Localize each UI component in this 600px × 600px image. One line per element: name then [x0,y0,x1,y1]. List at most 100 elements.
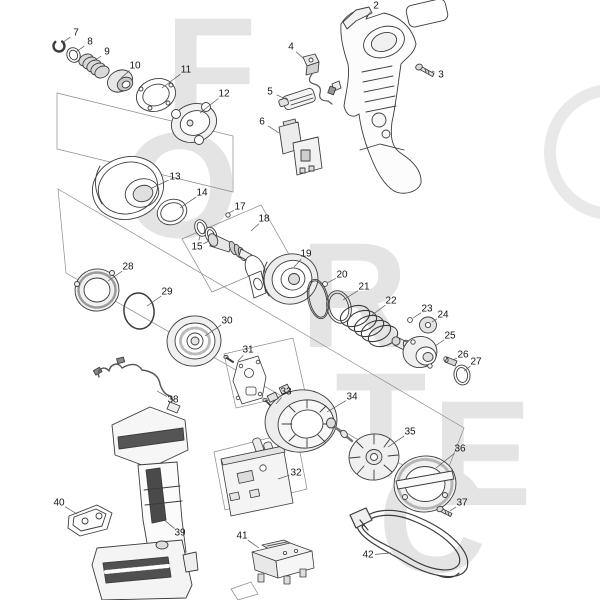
part-24-washer-shape [420,317,437,333]
part-26-leader [453,358,457,360]
part-35-label: 35 [404,427,416,438]
part-26-label: 26 [457,350,469,361]
part-2-label: 2 [373,1,379,12]
part-23-leader [413,313,421,318]
part-24-leader [432,319,437,322]
part-35-leader [388,436,404,447]
leader-lines [62,11,470,554]
part-27-leader [464,366,470,371]
part-12-cover-shape [166,97,222,148]
part-10-label: 10 [129,61,141,72]
part-19-hammer-shape [258,248,323,310]
part-21-ring-shape [323,288,355,326]
part-18-anvil-shape [207,232,269,298]
part-23-ball-shape [408,318,413,323]
part-15-leader [203,241,209,244]
part-22-label: 22 [385,296,397,307]
part-39-label: 39 [174,528,186,539]
part-9-leader [94,56,101,61]
part-25-leader [435,340,444,346]
part-41-label: 41 [236,531,248,542]
cut-plate-outline [231,582,258,600]
part-14-ring-shape [154,195,191,229]
part-19-leader [294,259,301,267]
part-6-leader [268,126,279,133]
part-2-housing-shape [332,7,421,193]
part-3-screw-shape [415,63,434,76]
part-33-leader [276,397,282,404]
part-42-leader [375,553,391,554]
part-17-label: 17 [234,202,246,213]
part-4-module-shape [303,54,336,104]
part-41-leader [248,540,259,548]
part-8-label: 8 [87,37,93,48]
part-10-leader [121,71,130,78]
part-13-leader [152,180,169,188]
part-6-switch-shape [279,119,322,175]
part-17-ball-shape [226,213,230,217]
part-33-label: 33 [280,387,292,398]
group-box-controller [214,431,307,510]
part-9-spring-shape [77,52,111,81]
part-35-rotor-shape [327,418,403,484]
part-29-leader [147,296,161,306]
part-26-pin-shape [443,356,457,366]
part-11-label: 11 [181,65,192,76]
watermark-letter: R [300,211,409,379]
part-24-label: 24 [437,310,449,321]
part-42-strap-shape [350,508,468,578]
part-14-label: 14 [196,188,208,199]
part-18-label: 18 [258,214,270,225]
part-28-label: 28 [122,262,134,273]
part-34-label: 34 [346,392,358,403]
part-2-leader [366,11,371,17]
part-9-label: 9 [104,47,110,58]
part-6-label: 6 [259,117,265,128]
part-37-leader [450,507,456,511]
part-23-label: 23 [421,304,433,315]
part-40-leader [65,507,77,514]
part-38-label: 38 [167,395,179,406]
part-5-label: 5 [267,87,273,98]
part-27-washer-shape [452,364,471,386]
part-20-leader [327,278,336,283]
part-39-handle-shape [92,407,198,600]
part-32-label: 32 [290,468,302,479]
part-34-stator-shape [261,384,341,457]
part-31-leader [238,355,243,361]
part-21-label: 21 [358,282,370,293]
part-36-leader [436,453,455,468]
part-12-leader [200,98,219,113]
part-10-sleeve-shape [104,66,137,97]
part-42-label: 42 [362,550,374,561]
part-31-plate-shape [224,355,266,404]
part-37-screw-shape [436,505,452,516]
part-3-label: 3 [438,70,444,81]
part-11-ring-shape [132,73,181,117]
part-40-pad-shape [68,505,112,536]
part-41-terminal-shape [252,540,314,584]
part-29-label: 29 [161,287,173,298]
part-5-leader [276,95,288,100]
part-30-leader [205,325,221,336]
part-17-leader [229,210,234,213]
part-13-label: 13 [169,172,181,183]
watermark-arc [550,90,600,214]
part-22-spring-shape [338,302,401,350]
part-28-leader [108,271,122,281]
part-29-oring-shape [122,291,157,331]
part-8-leader [76,46,84,52]
part-39-leader [163,519,175,529]
part-7-cring-shape [51,38,66,53]
part-14-leader [180,197,196,208]
part-20-label: 20 [336,270,348,281]
part-28-ring-gear-shape [72,265,123,314]
part-5-slide-shape [278,87,316,110]
part-36-label: 36 [454,444,466,455]
part-25-label: 25 [444,331,456,342]
part-15-leader [199,236,200,240]
